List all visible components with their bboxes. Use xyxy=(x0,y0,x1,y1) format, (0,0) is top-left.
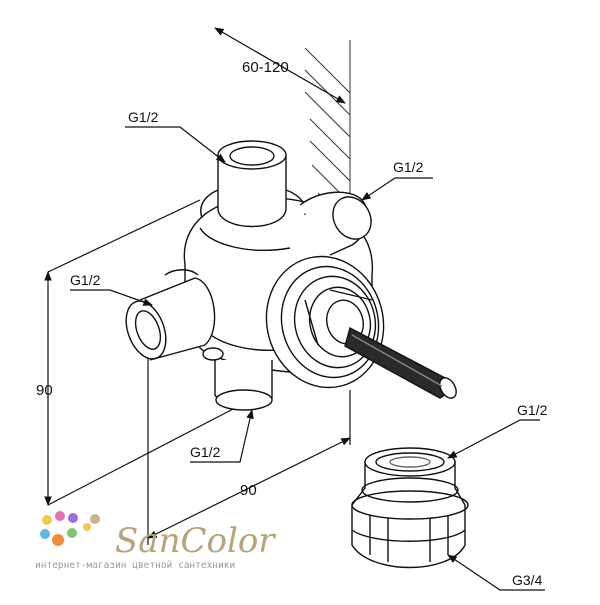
label-right-port: G1/2 xyxy=(393,159,424,175)
dimension-wall-distance xyxy=(214,27,346,104)
label-left-port: G1/2 xyxy=(70,272,101,288)
dimension-width xyxy=(147,358,351,545)
valve-spindle xyxy=(344,326,457,399)
valve-body xyxy=(125,140,385,411)
label-top-port: G1/2 xyxy=(128,109,159,125)
brand-name: SanColor xyxy=(115,521,276,561)
label-bottom-port: G1/2 xyxy=(190,444,221,460)
brand-tagline: интернет-магазин цветной сантехники xyxy=(35,560,235,571)
adapter-fitting xyxy=(351,447,469,569)
label-adapter-bottom: G3/4 xyxy=(512,572,543,588)
dimension-height xyxy=(44,199,236,506)
height-value: 90 xyxy=(36,382,53,399)
width-value: 90 xyxy=(240,482,257,499)
leader-lines xyxy=(70,126,545,591)
wall-distance-value: 60-120 xyxy=(242,59,289,76)
brand-logo-dots xyxy=(40,511,100,546)
label-adapter-top: G1/2 xyxy=(517,402,548,418)
